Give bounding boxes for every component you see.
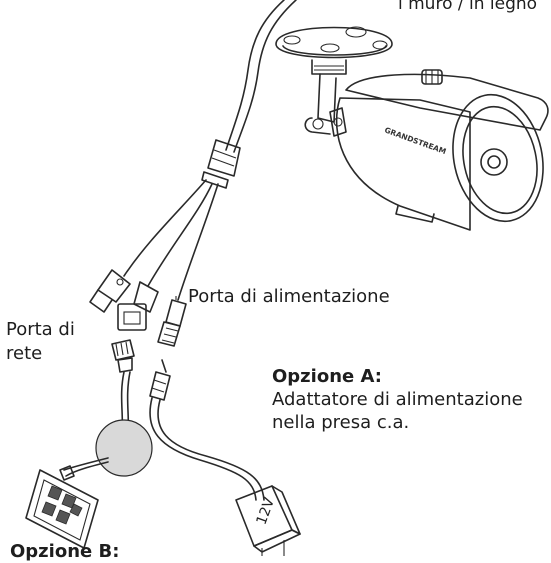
cable-splitter (202, 140, 240, 188)
adapter-voltage-text: 12V (254, 495, 279, 527)
power-port-connector (158, 300, 186, 346)
option-a-line1: Adattatore di alimentazione (272, 388, 523, 411)
option-a-title: Opzione A: (272, 365, 382, 388)
mounting-base (276, 27, 392, 134)
branch-cables (124, 180, 218, 300)
rj45-plug (112, 340, 134, 372)
network-port-connector (118, 282, 158, 330)
dc-plug (150, 360, 170, 400)
wall-network-socket (26, 466, 98, 548)
power-port-label: Porta di alimentazione (188, 285, 390, 308)
option-b-title: Opzione B: (10, 540, 119, 563)
camera-brand-text: GRANDSTREAM (383, 125, 447, 156)
main-cable (226, 0, 296, 152)
network-port-label-line1: Porta di (6, 318, 75, 341)
option-a-line2: nella presa c.a. (272, 411, 409, 434)
zoom-circle (96, 420, 152, 476)
power-cable (150, 398, 264, 500)
network-port-label-line2: rete (6, 342, 42, 365)
top-label-fragment: l muro / in legno (398, 0, 537, 14)
